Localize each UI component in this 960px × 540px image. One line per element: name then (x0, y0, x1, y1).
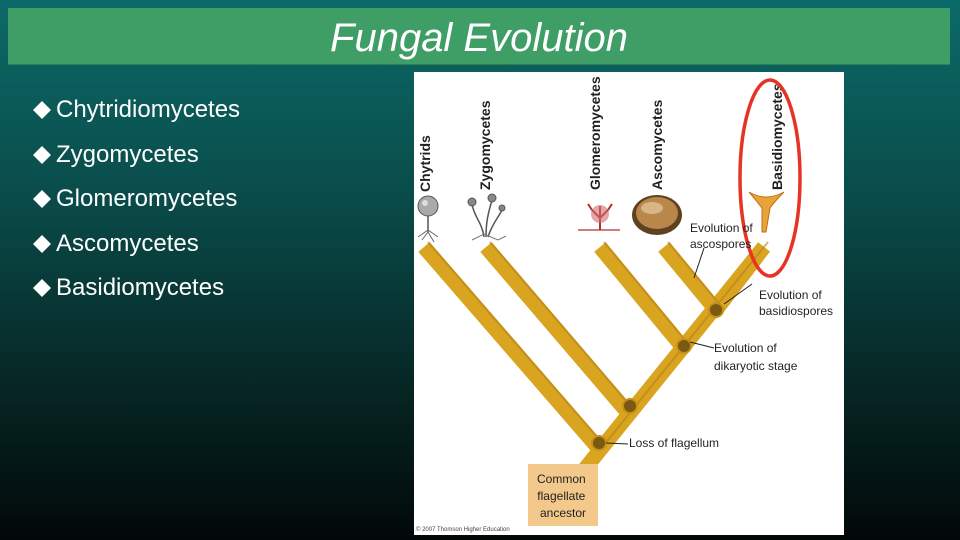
node-flagellum (591, 435, 607, 451)
figure-credit: © 2007 Thomson Higher Education (416, 527, 510, 533)
bullet-item: Chytridiomycetes (32, 88, 240, 133)
tree-nodes (591, 302, 724, 451)
diamond-bullet-icon (32, 276, 52, 300)
taxon-label: Glomeromycetes (587, 76, 603, 190)
title-bar: Fungal Evolution (8, 8, 950, 65)
slide-title: Fungal Evolution (330, 16, 628, 60)
ancestor-line: ancestor (540, 506, 586, 520)
annotation-line: Evolution of (690, 221, 753, 235)
annotation-basidiospores: Evolution of basidiospores (759, 288, 833, 318)
chytrid-illustration-icon (417, 195, 439, 243)
ancestor-label: Common flagellate ancestor (537, 472, 589, 520)
bullet-text: Ascomycetes (56, 229, 199, 257)
ancestor-line: Common (537, 472, 586, 486)
zygomycete-illustration-icon (467, 193, 507, 241)
ancestor-box (528, 464, 598, 526)
diamond-bullet-icon (32, 232, 52, 256)
node-glomero (622, 398, 638, 414)
annotation-line: Evolution of (714, 341, 777, 355)
node-dikaryotic (676, 338, 692, 354)
glomeromycete-illustration-icon (578, 203, 620, 231)
taxon-label: Chytrids (417, 135, 433, 192)
bullet-text: Glomeromycetes (56, 185, 238, 213)
annotation-line: ascospores (690, 237, 751, 251)
bullet-item: Glomeromycetes (32, 177, 240, 222)
bullet-item: Basidiomycetes (32, 266, 240, 311)
basidiomycete-illustration-icon (748, 191, 785, 233)
bullet-text: Zygomycetes (56, 140, 199, 168)
annotation-line: basidiospores (759, 304, 833, 318)
annotation-dikaryotic: Evolution of dikaryotic stage (714, 341, 798, 373)
annotation-line: dikaryotic stage (714, 359, 798, 373)
taxon-label: Zygomycetes (477, 100, 493, 190)
annotation-ascospores: Evolution of ascospores (690, 221, 756, 251)
branch-zygomycetes (480, 242, 635, 419)
branch-ascomycetes (658, 242, 722, 315)
diamond-bullet-icon (32, 98, 52, 122)
branch-glomeromycetes (594, 242, 691, 355)
annotation-line: Evolution of (759, 288, 822, 302)
node-basidio (708, 302, 724, 318)
bullet-item: Zygomycetes (32, 133, 240, 178)
bullet-item: Ascomycetes (32, 222, 240, 267)
taxon-label: Ascomycetes (649, 100, 665, 190)
ancestor-line: flagellate (537, 489, 585, 503)
diamond-bullet-icon (32, 143, 52, 167)
bullet-text: Basidiomycetes (56, 274, 225, 302)
taxon-label: Basidiomycetes (769, 83, 785, 190)
ascomycete-illustration-icon (632, 195, 682, 235)
bullet-list: Chytridiomycetes Zygomycetes Glomeromyce… (32, 88, 240, 311)
bullet-text: Chytridiomycetes (56, 96, 241, 124)
phylogeny-diagram: Chytrids Zygomycetes Glomeromycetes Asco… (417, 76, 833, 526)
basidiomycetes-highlight (738, 78, 802, 278)
phylogeny-figure: Chytrids Zygomycetes Glomeromycetes Asco… (414, 72, 844, 535)
diamond-bullet-icon (32, 187, 52, 211)
annotation-flagellum: Loss of flagellum (629, 436, 719, 450)
branch-chytrids (418, 242, 606, 455)
